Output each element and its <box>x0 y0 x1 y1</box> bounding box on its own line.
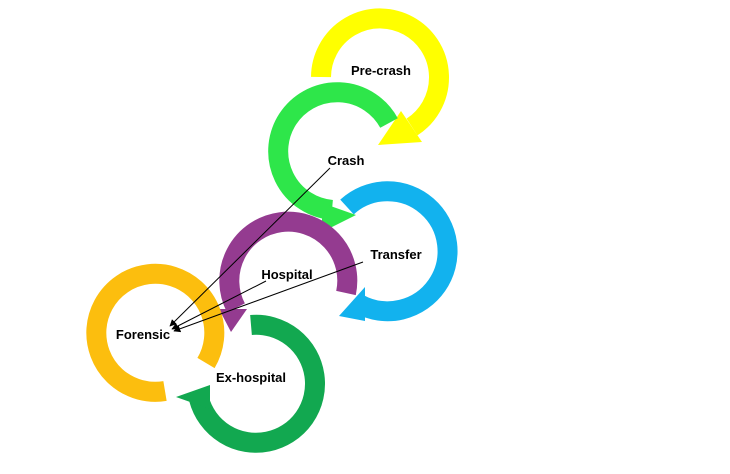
ex-hospital-arc <box>189 314 325 453</box>
hospital-label: Hospital <box>261 267 312 282</box>
hospital-to-forensic-pointer <box>171 280 267 330</box>
forensic-arc <box>86 263 225 402</box>
ex-hospital-loop <box>176 314 325 453</box>
hospital-loop <box>219 211 358 332</box>
transfer-label: Transfer <box>370 247 421 262</box>
crash-label: Crash <box>328 153 365 168</box>
pre-crash-arc <box>311 8 449 136</box>
transfer-arc <box>340 181 458 322</box>
ex-hospital-arrowhead <box>176 385 210 409</box>
transfer-arrowhead <box>339 287 365 321</box>
forensic-loop <box>86 263 225 402</box>
hospital-arrowhead <box>219 309 247 332</box>
transfer-loop <box>339 181 458 322</box>
crash-loop <box>268 82 398 232</box>
crash-to-forensic-pointer <box>169 167 331 327</box>
transfer-to-forensic-pointer <box>173 261 364 333</box>
crash-arrowhead <box>322 203 356 232</box>
hospital-arc <box>219 211 358 313</box>
pointer-lines <box>169 167 364 333</box>
pre-crash-loop <box>311 8 449 145</box>
pre-crash-arrowhead <box>378 111 422 145</box>
ex-hospital-label: Ex-hospital <box>216 370 286 385</box>
pre-crash-label: Pre-crash <box>351 63 411 78</box>
crash-arc <box>268 82 398 220</box>
forensic-label: Forensic <box>116 327 170 342</box>
